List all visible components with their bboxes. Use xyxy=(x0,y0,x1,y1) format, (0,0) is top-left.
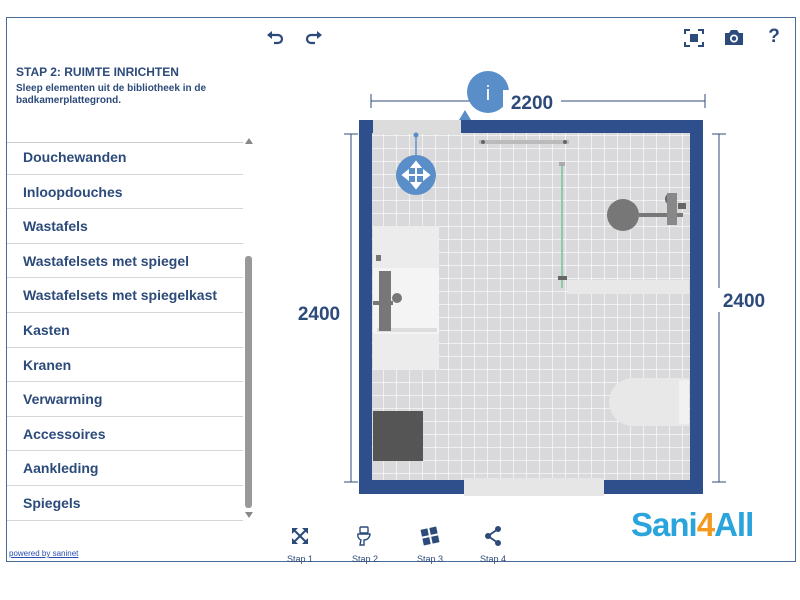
step-1-button[interactable]: Stap 1 xyxy=(275,525,325,564)
redo-icon[interactable] xyxy=(303,26,325,48)
share-icon xyxy=(485,526,501,546)
category-kasten[interactable]: Kasten xyxy=(7,313,243,348)
step-1-label: Stap 1 xyxy=(286,554,314,564)
dimension-left xyxy=(344,133,358,483)
toilet-icon xyxy=(357,526,371,546)
category-spiegels[interactable]: Spiegels xyxy=(7,486,243,521)
door-bottom xyxy=(464,478,604,496)
floor-cabinet[interactable] xyxy=(373,411,423,461)
category-kranen[interactable]: Kranen xyxy=(7,348,243,383)
category-wastafelsets-spiegelkast[interactable]: Wastafelsets met spiegelkast xyxy=(7,278,243,313)
shower-head[interactable] xyxy=(607,193,686,231)
move-arrows-icon xyxy=(292,528,308,544)
app-frame: STAP 2: RUIMTE INRICHTEN Sleep elementen… xyxy=(6,17,796,564)
sani4all-logo: Sani4All xyxy=(631,506,754,543)
drag-handle[interactable] xyxy=(396,132,436,196)
step-description: Sleep elementen uit de bibliotheek in de… xyxy=(16,83,207,106)
category-verwarming[interactable]: Verwarming xyxy=(7,382,243,417)
tiles-icon xyxy=(420,526,440,546)
divider xyxy=(7,142,243,143)
move-icon xyxy=(401,160,431,190)
info-label: i xyxy=(486,83,490,105)
powered-by-link[interactable]: powered by saninet xyxy=(9,549,79,558)
shower-bench[interactable] xyxy=(567,280,689,294)
scroll-up-arrow-icon[interactable] xyxy=(245,138,253,144)
category-wastafelsets-spiegel[interactable]: Wastafelsets met spiegel xyxy=(7,244,243,279)
help-icon[interactable]: ? xyxy=(768,26,780,47)
step-title: STAP 2: RUIMTE INRICHTEN xyxy=(16,65,179,79)
step-3-label: Stap 3 xyxy=(416,554,444,564)
height-right-label: 2400 xyxy=(723,291,765,312)
step-4-button[interactable]: Stap 4 xyxy=(468,525,518,564)
vanity-unit[interactable] xyxy=(373,226,439,370)
step-2-button[interactable]: Stap 2 xyxy=(340,525,390,564)
shower-rail xyxy=(479,140,569,144)
scroll-thumb[interactable] xyxy=(245,256,252,508)
sidebar: STAP 2: RUIMTE INRICHTEN Sleep elementen… xyxy=(7,18,260,561)
toilet[interactable] xyxy=(609,378,689,426)
height-left-label: 2400 xyxy=(298,304,340,325)
camera-icon[interactable] xyxy=(723,26,745,48)
window-top xyxy=(373,120,461,134)
category-wastafels[interactable]: Wastafels xyxy=(7,209,243,244)
fullscreen-icon[interactable] xyxy=(683,27,705,49)
scroll-down-arrow-icon[interactable] xyxy=(245,512,253,518)
width-top-label: 2200 xyxy=(511,93,553,114)
info-marker[interactable]: i xyxy=(459,71,509,120)
step-4-label: Stap 4 xyxy=(479,554,507,564)
step-2-label: Stap 2 xyxy=(351,554,379,564)
category-accessoires[interactable]: Accessoires xyxy=(7,417,243,452)
floorplan-canvas[interactable]: i 2200 2200 2400 2400 xyxy=(267,58,787,498)
category-list: Douchewanden Inloopdouches Wastafels Was… xyxy=(7,140,243,521)
category-inloopdouches[interactable]: Inloopdouches xyxy=(7,175,243,210)
scrollbar[interactable] xyxy=(243,138,255,522)
category-aankleding[interactable]: Aankleding xyxy=(7,451,243,486)
category-douchewanden[interactable]: Douchewanden xyxy=(7,140,243,175)
undo-icon[interactable] xyxy=(264,26,286,48)
step-3-button[interactable]: Stap 3 xyxy=(405,525,455,564)
